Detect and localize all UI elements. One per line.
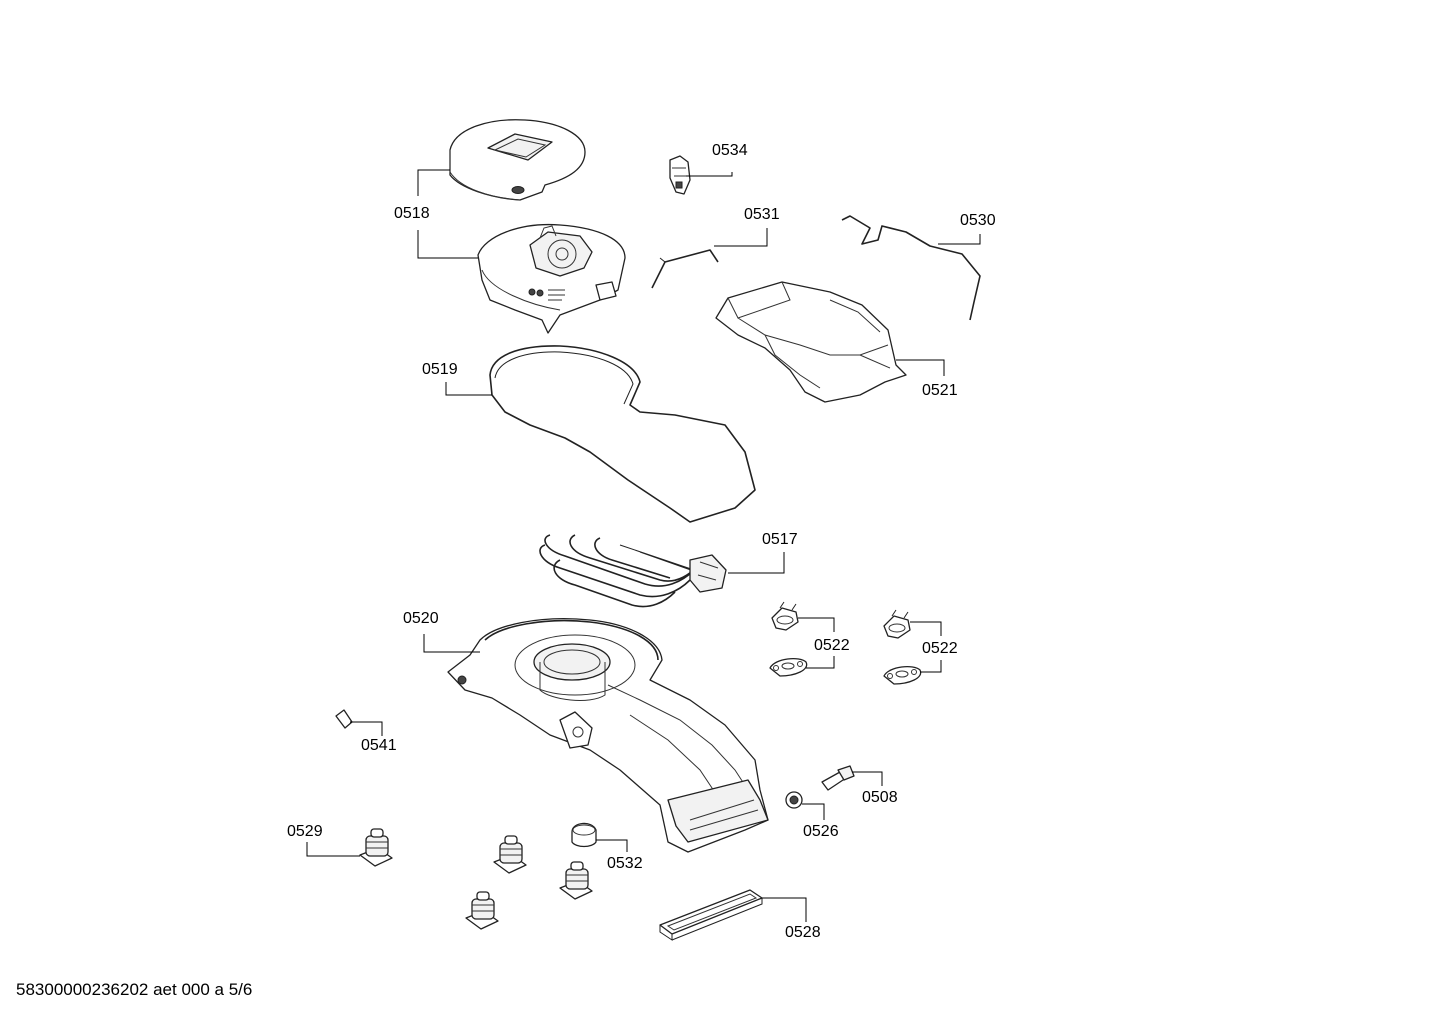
part-0526-nut[interactable] [785, 791, 803, 809]
leader-0521 [896, 359, 945, 376]
callout-0519[interactable]: 0519 [422, 361, 458, 378]
part-0531-wire-bracket[interactable] [651, 249, 719, 289]
leader-0531 [714, 228, 768, 247]
callout-0531[interactable]: 0531 [744, 206, 780, 223]
part-0517-heater[interactable] [539, 534, 727, 608]
leader-0518-top [417, 169, 450, 196]
leader-0518-bottom [417, 230, 478, 259]
part-0528-filter-frame[interactable] [659, 889, 763, 941]
callout-0522a[interactable]: 0522 [814, 637, 850, 654]
leader-0522b-top [910, 621, 942, 636]
part-0529-foot-1[interactable] [359, 828, 393, 867]
callout-0534[interactable]: 0534 [712, 142, 748, 159]
leader-0508 [852, 771, 883, 786]
part-0508-sensor[interactable] [821, 765, 855, 791]
leader-0522a-top [798, 617, 835, 632]
part-0530-wire[interactable] [841, 215, 981, 321]
leader-0517 [728, 552, 785, 574]
leader-0532 [596, 839, 628, 852]
leader-0530 [938, 234, 981, 245]
document-reference-footer: 58300000236202 aet 000 a 5/6 [16, 980, 253, 999]
part-0522-gasket-1[interactable] [769, 657, 808, 677]
callout-0541[interactable]: 0541 [361, 737, 397, 754]
part-0518-cover-plate[interactable] [449, 119, 586, 201]
part-0521-air-duct[interactable] [715, 281, 907, 403]
callout-0522b[interactable]: 0522 [922, 640, 958, 657]
callout-0508[interactable]: 0508 [862, 789, 898, 806]
part-0522-gasket-2[interactable] [883, 665, 922, 685]
callout-0532[interactable]: 0532 [607, 855, 643, 872]
part-0529-foot-2[interactable] [493, 835, 527, 874]
part-0532-cap[interactable] [571, 822, 597, 848]
part-0518-motor-housing[interactable] [477, 223, 626, 334]
part-0529-foot-3[interactable] [559, 861, 593, 900]
leader-0522a-bottom [806, 656, 835, 669]
leader-0529 [306, 842, 360, 857]
callout-0520[interactable]: 0520 [403, 610, 439, 627]
callout-0529[interactable]: 0529 [287, 823, 323, 840]
callout-0518[interactable]: 0518 [394, 205, 430, 222]
leader-0528 [762, 897, 807, 922]
part-0522-thermostat-2[interactable] [883, 609, 911, 639]
callout-0517[interactable]: 0517 [762, 531, 798, 548]
part-0529-foot-4[interactable] [465, 891, 499, 930]
part-0522-thermostat-1[interactable] [771, 601, 799, 631]
leader-0522b-bottom [920, 660, 942, 673]
leader-lines [306, 169, 981, 922]
leader-0520 [423, 634, 480, 653]
leader-0541 [350, 721, 383, 736]
callout-0526[interactable]: 0526 [803, 823, 839, 840]
part-0520-base-housing[interactable] [447, 618, 769, 853]
callout-0521[interactable]: 0521 [922, 382, 958, 399]
part-0534-clip[interactable] [669, 155, 691, 195]
leader-0526 [802, 803, 825, 820]
part-0541-plug[interactable] [335, 709, 353, 729]
callout-0528[interactable]: 0528 [785, 924, 821, 941]
leader-0519 [445, 382, 492, 396]
leader-0534 [686, 172, 733, 177]
part-0519-gasket[interactable] [489, 345, 756, 523]
callout-0530[interactable]: 0530 [960, 212, 996, 229]
callout-labels: 0534 0518 0531 0530 0519 0521 0517 0520 … [287, 142, 996, 941]
